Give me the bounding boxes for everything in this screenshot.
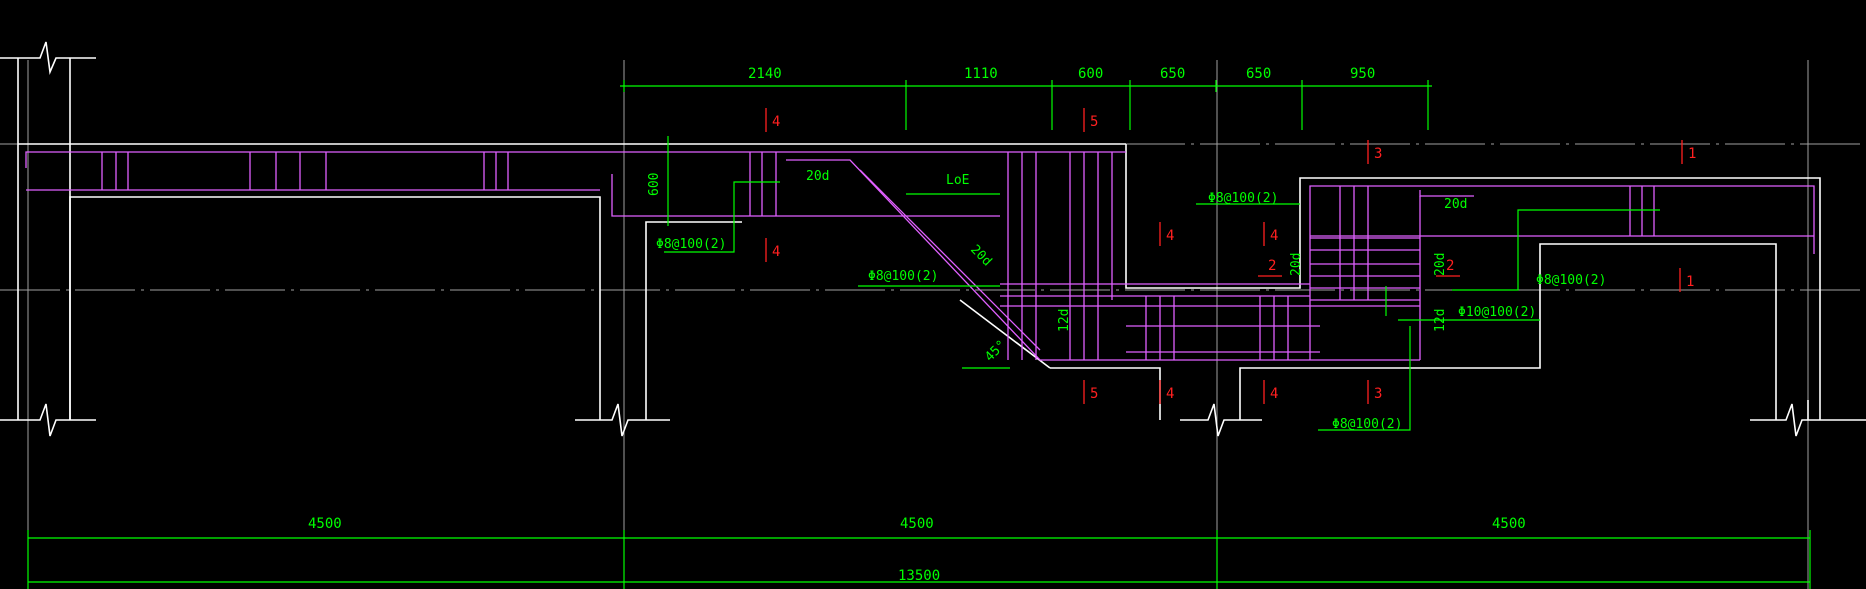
section-mark-1-top: 1: [1688, 146, 1696, 162]
section-mark-2-b: 2: [1446, 258, 1454, 274]
rebar: [25, 151, 1815, 361]
section-mark-4-left: 4: [772, 244, 780, 260]
dim-top-600: 600: [1078, 66, 1103, 82]
anchor-20d-vert-b: 20d: [1433, 253, 1448, 276]
section-mark-4-bottom-b: 4: [1270, 386, 1278, 402]
dim-top-650-b: 650: [1246, 66, 1271, 82]
section-mark-4-bottom-a: 4: [1166, 386, 1174, 402]
dim-span-2: 4500: [900, 516, 934, 532]
dim-top-2140: 2140: [748, 66, 782, 82]
section-mark-1-right: 1: [1686, 274, 1694, 290]
anchor-20d-a: 20d: [806, 169, 829, 184]
centerlines: [0, 60, 1866, 589]
dim-span-1: 4500: [308, 516, 342, 532]
stirrup-left: Φ8@100(2): [656, 237, 726, 252]
dim-total: 13500: [898, 568, 940, 584]
concrete-outline: [0, 41, 1866, 437]
stirrup-mid: Φ8@100(2): [868, 269, 938, 284]
stirrup-10: Φ10@100(2): [1458, 305, 1536, 320]
dim-top-950: 950: [1350, 66, 1375, 82]
anchor-12d-a: 12d: [1057, 309, 1072, 332]
section-ticks: [765, 108, 1683, 404]
dim-span-3: 4500: [1492, 516, 1526, 532]
section-mark-3-bottom: 3: [1374, 386, 1382, 402]
anchor-12d-b: 12d: [1433, 309, 1448, 332]
section-mark-3-top: 3: [1374, 146, 1382, 162]
section-mark-4-top: 4: [772, 114, 780, 130]
stirrup-step-top: Φ8@100(2): [1208, 191, 1278, 206]
stirrup-right: Φ8@100(2): [1536, 273, 1606, 288]
dim-600-vertical: 600: [647, 173, 662, 196]
dim-top-1110: 1110: [964, 66, 998, 82]
loe-label: LoE: [946, 173, 969, 188]
dimension-lines: [27, 80, 1811, 589]
anchor-20d-slope: 20d: [967, 242, 994, 269]
section-mark-5-top: 5: [1090, 114, 1098, 130]
anchor-20d-vert-a: 20d: [1289, 253, 1304, 276]
section-mark-5-bottom: 5: [1090, 386, 1098, 402]
anchor-20d-right: 20d: [1444, 197, 1467, 212]
stirrup-bottom: Φ8@100(2): [1332, 417, 1402, 432]
section-mark-4-right: 4: [1270, 228, 1278, 244]
dim-top-650-a: 650: [1160, 66, 1185, 82]
angle-45: 45°: [982, 338, 1009, 365]
section-mark-4-mid: 4: [1166, 228, 1174, 244]
section-mark-2-a: 2: [1268, 258, 1276, 274]
